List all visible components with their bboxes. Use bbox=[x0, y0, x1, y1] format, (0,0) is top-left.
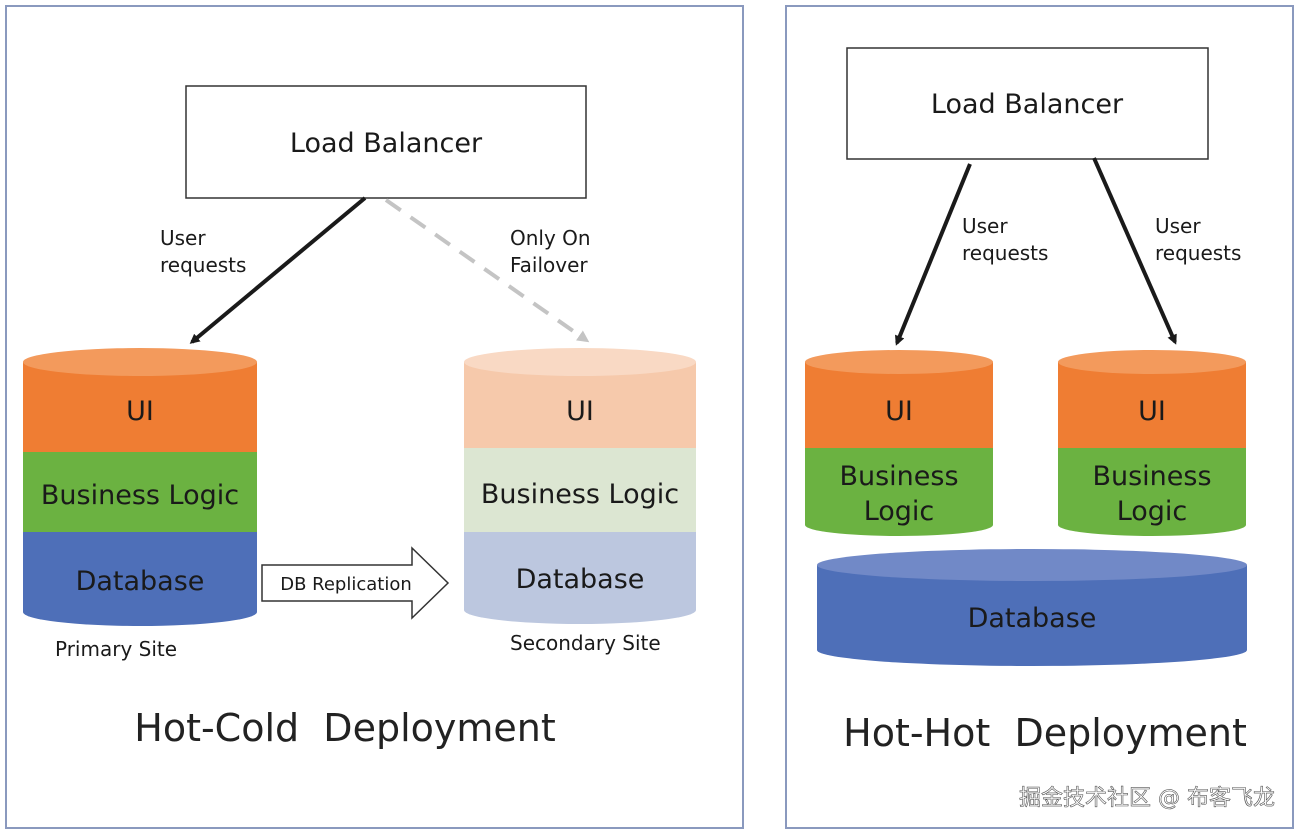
left-business-label-line1: Business bbox=[839, 461, 958, 492]
right-business-layer bbox=[1058, 448, 1246, 536]
watermark: 掘金技术社区 @ 布客飞龙 bbox=[1019, 786, 1275, 811]
right-ui-label: UI bbox=[1138, 396, 1166, 427]
right-top-ellipse bbox=[1058, 350, 1246, 374]
hot-hot-right-stack: UI Business Logic bbox=[1058, 350, 1246, 536]
primary-database-layer bbox=[23, 532, 257, 626]
hot-hot-load-balancer-label: Load Balancer bbox=[931, 89, 1124, 120]
primary-ui-layer bbox=[23, 362, 257, 452]
primary-ui-label: UI bbox=[126, 396, 154, 427]
right-ui-layer bbox=[1058, 362, 1246, 448]
shared-database-top-ellipse bbox=[817, 549, 1247, 581]
hot-hot-left-stack: UI Business Logic bbox=[805, 350, 993, 536]
shared-database-label: Database bbox=[968, 603, 1097, 634]
user-requests-left-arrow bbox=[895, 163, 972, 346]
db-replication-label: DB Replication bbox=[280, 574, 412, 595]
secondary-site-stack: UI Business Logic Database bbox=[464, 348, 696, 624]
db-replication-arrow: DB Replication bbox=[261, 546, 450, 620]
left-business-layer bbox=[805, 448, 993, 536]
left-business-label-line2: Logic bbox=[864, 496, 935, 527]
hot-cold-panel: Load Balancer User requests Only On Fail… bbox=[5, 5, 744, 829]
hot-hot-load-balancer: Load Balancer bbox=[846, 47, 1209, 160]
failover-label-line2: Failover bbox=[510, 253, 588, 277]
failover-label-line1: Only On bbox=[510, 226, 591, 250]
secondary-ui-layer bbox=[464, 362, 696, 448]
user-requests-arrow bbox=[189, 196, 367, 344]
user-requests-label-line2: requests bbox=[160, 253, 246, 277]
primary-top-ellipse bbox=[23, 348, 257, 376]
user-requests-left-label-line1: User bbox=[962, 214, 1008, 238]
left-ui-layer bbox=[805, 362, 993, 448]
primary-business-label: Business Logic bbox=[41, 480, 239, 511]
primary-site-label: Primary Site bbox=[55, 637, 177, 661]
left-top-ellipse bbox=[805, 350, 993, 374]
primary-business-layer bbox=[23, 452, 257, 532]
hot-cold-load-balancer: Load Balancer bbox=[185, 85, 587, 199]
secondary-business-label: Business Logic bbox=[481, 479, 679, 510]
secondary-site-label: Secondary Site bbox=[510, 631, 661, 655]
hot-cold-title: Hot-Cold Deployment bbox=[134, 706, 556, 750]
user-requests-left-label-line2: requests bbox=[962, 241, 1048, 265]
secondary-database-layer bbox=[464, 532, 696, 624]
hot-hot-panel: Load Balancer User requests User request… bbox=[785, 5, 1294, 829]
user-requests-right-arrow bbox=[1092, 157, 1177, 345]
right-business-label-line1: Business bbox=[1092, 461, 1211, 492]
secondary-business-layer bbox=[464, 448, 696, 532]
user-requests-right-label-line1: User bbox=[1155, 214, 1201, 238]
right-business-label-line2: Logic bbox=[1117, 496, 1188, 527]
user-requests-label-line1: User bbox=[160, 226, 206, 250]
left-ui-label: UI bbox=[885, 396, 913, 427]
primary-site-stack: UI Business Logic Database bbox=[23, 348, 257, 626]
failover-arrow bbox=[384, 198, 590, 343]
user-requests-right-label-line2: requests bbox=[1155, 241, 1241, 265]
hot-hot-title: Hot-Hot Deployment bbox=[843, 711, 1247, 755]
secondary-ui-label: UI bbox=[566, 396, 594, 427]
primary-database-label: Database bbox=[76, 566, 205, 597]
secondary-database-label: Database bbox=[516, 564, 645, 595]
secondary-top-ellipse bbox=[464, 348, 696, 376]
hot-cold-load-balancer-label: Load Balancer bbox=[290, 128, 483, 159]
hot-hot-database: Database bbox=[817, 549, 1247, 666]
shared-database-body bbox=[817, 565, 1247, 666]
